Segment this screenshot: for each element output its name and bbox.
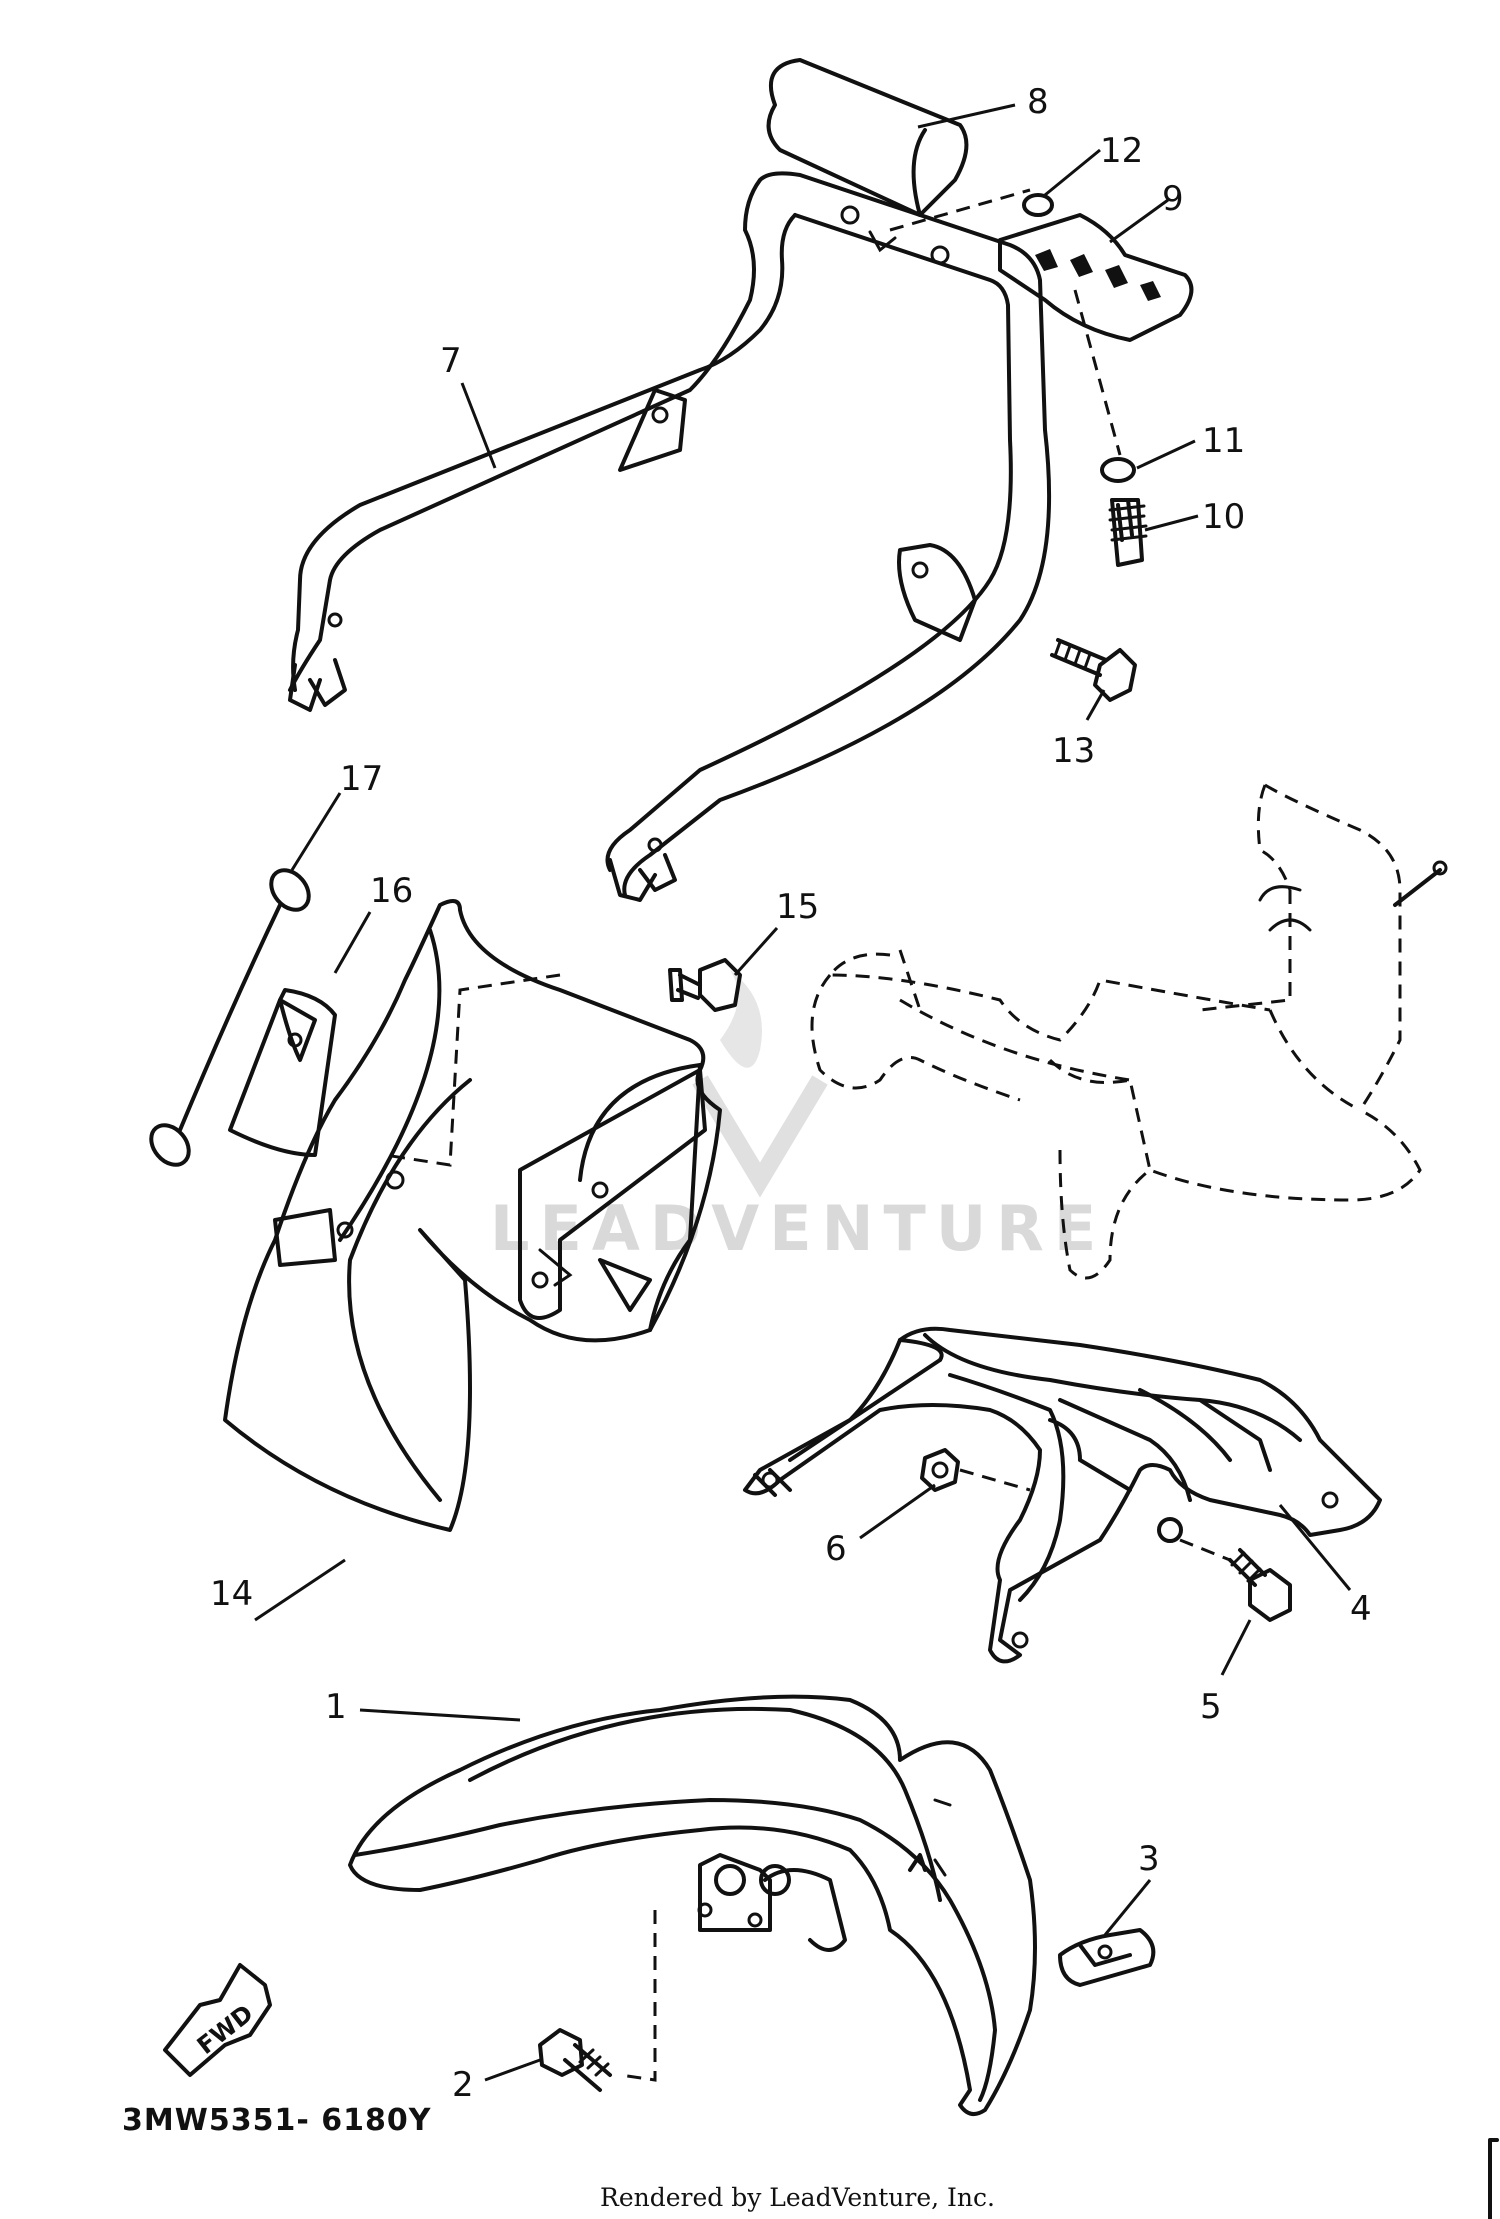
part-rear-fender-outline [810, 783, 1448, 1280]
leadventure-watermark: LEADVENTURE [490, 970, 1106, 1265]
callout-7: 7 [440, 341, 462, 381]
fwd-label: FWD [192, 1999, 259, 2060]
part-bolt-5 [1179, 1538, 1292, 1622]
diagram-code: 3MW5351- 6180Y [122, 2103, 432, 2138]
callout-numbers: 8 12 9 7 11 10 13 17 16 15 14 4 6 5 1 3 … [210, 82, 1372, 2105]
part-fender-stay-4 [743, 1326, 1382, 1664]
leader-lines [254, 103, 1352, 2082]
callout-8: 8 [1027, 82, 1049, 122]
callout-3: 3 [1138, 1839, 1160, 1879]
callout-15: 15 [776, 887, 819, 927]
callout-11: 11 [1202, 421, 1245, 461]
part-footrest-group [889, 188, 1194, 567]
part-grab-rail [288, 171, 1052, 902]
part-nut-6 [920, 1448, 1031, 1492]
callout-16: 16 [370, 871, 413, 911]
callout-6: 6 [825, 1529, 847, 1569]
part-front-fender-1 [348, 1694, 1037, 2116]
callout-4: 4 [1350, 1589, 1372, 1629]
part-clip-3 [1058, 1928, 1156, 1987]
callout-17: 17 [340, 759, 383, 799]
callout-10: 10 [1202, 497, 1245, 537]
callout-5: 5 [1200, 1687, 1222, 1727]
watermark-text: LEADVENTURE [490, 1192, 1106, 1265]
part-grab-cover [766, 58, 969, 217]
callout-9: 9 [1162, 179, 1184, 219]
part-rear-inner-fender-14 [223, 899, 722, 1532]
callout-12: 12 [1100, 131, 1143, 171]
part-bolt-2 [538, 1910, 657, 2092]
part-bolt-15 [668, 958, 742, 1012]
part-bolt-13 [1050, 638, 1137, 702]
part-pouch-16 [228, 988, 337, 1157]
footer-credit: Rendered by LeadVenture, Inc. [600, 2183, 995, 2212]
part-cable-17 [149, 868, 311, 1167]
edge-mark [1488, 2138, 1499, 2219]
callout-14: 14 [210, 1574, 253, 1614]
callout-1: 1 [325, 1687, 347, 1727]
callout-13: 13 [1052, 731, 1095, 771]
fwd-arrow-icon: FWD [163, 1963, 272, 2077]
callout-2: 2 [452, 2065, 474, 2105]
